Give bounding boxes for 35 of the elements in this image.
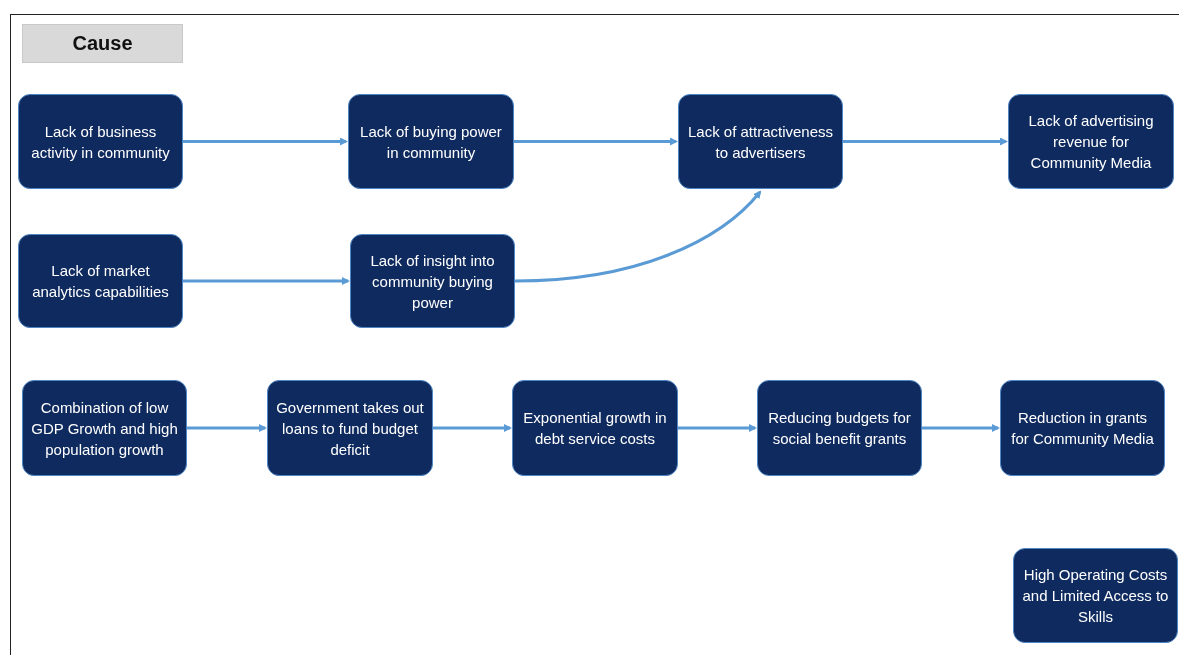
cause-box (1013, 548, 1178, 643)
box-text: Lack of business activity in community (30, 121, 171, 163)
cause-box (678, 94, 843, 189)
cause-box (757, 380, 922, 476)
cause-box (1008, 94, 1174, 189)
box-text: Lack of attractiveness to advertisers (687, 121, 834, 163)
box-text: Lack of insight into community buying power (369, 250, 496, 313)
cause-box (18, 234, 183, 328)
arrow (187, 424, 267, 432)
arrow (183, 137, 348, 146)
box-text: Reduction in grants for Community Media (1010, 408, 1155, 449)
box-text: Lack of advertising revenue for Community Media (1027, 111, 1155, 173)
heading-box (22, 24, 183, 63)
box-text: Cause (72, 32, 133, 55)
cause-box (1000, 380, 1165, 476)
arrow (514, 137, 678, 146)
box-text: Government takes out loans to fund budget deficit (276, 397, 424, 460)
cause-box (348, 94, 514, 189)
cause-box (18, 94, 183, 189)
box-text: Exponential growth in debt service costs (522, 408, 668, 449)
arrow (678, 424, 757, 432)
arrow (922, 424, 1000, 432)
box-text: Reducing budgets for social benefit grants (767, 408, 912, 449)
box-text: High Operating Costs and Limited Access to Skills (1022, 565, 1169, 627)
cause-box (512, 380, 678, 476)
cause-box (350, 234, 515, 328)
arrow (843, 137, 1008, 146)
box-text: Combination of low GDP Growth and high population growth (31, 397, 178, 460)
cause-box (267, 380, 433, 476)
cause-box (22, 380, 187, 476)
arrow (514, 190, 762, 283)
arrow (433, 424, 512, 432)
box-text: Lack of buying power in community (359, 121, 503, 163)
arrow (183, 277, 350, 285)
box-text: Lack of market analytics capabilities (31, 261, 170, 302)
